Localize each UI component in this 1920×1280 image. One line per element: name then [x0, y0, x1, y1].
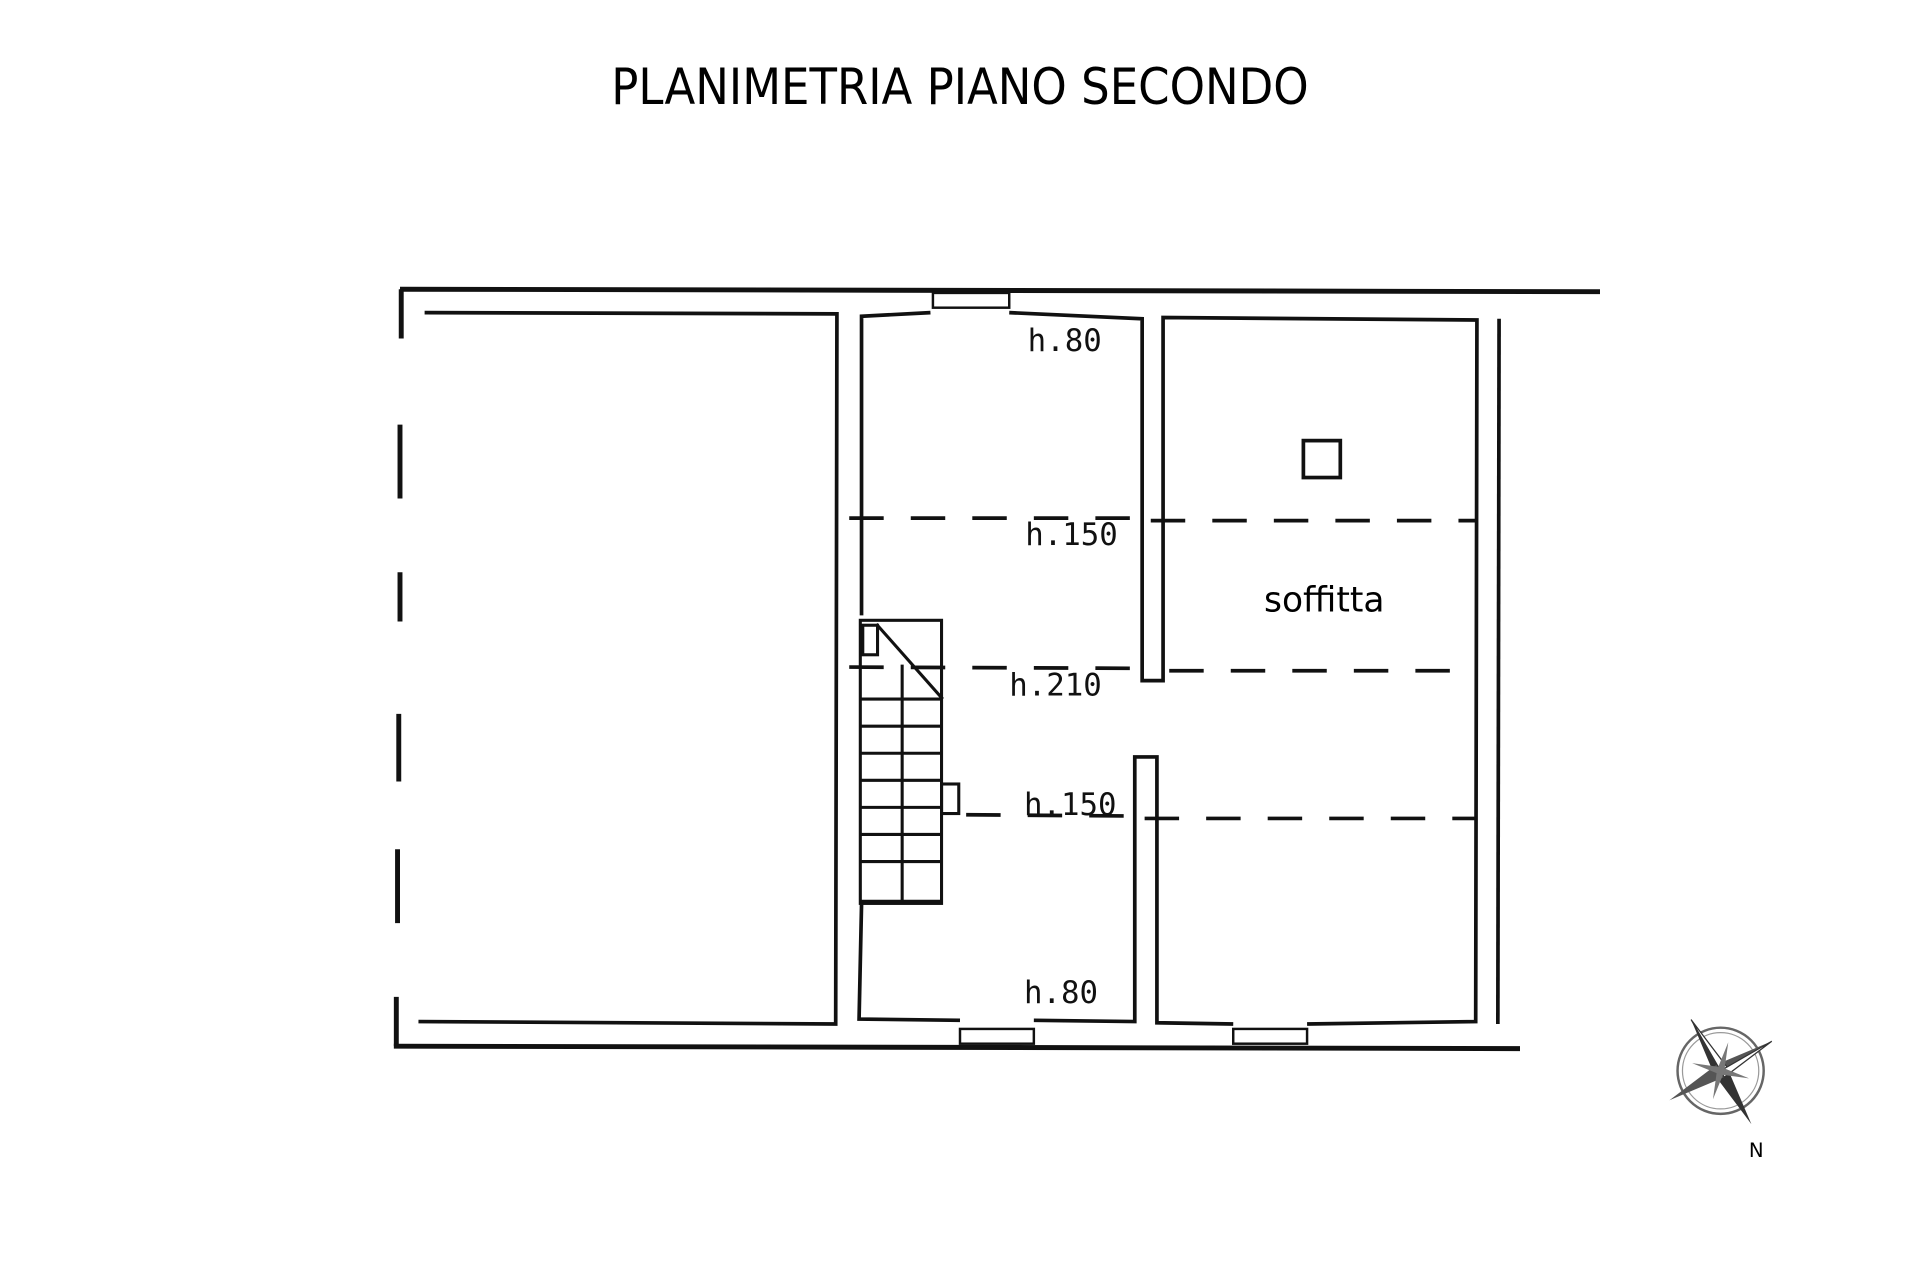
height-label-upper-mid: h.150	[1025, 517, 1118, 553]
height-label-bottom: h.80	[1024, 975, 1098, 1011]
height-label-lower-mid: h.150	[1024, 787, 1117, 823]
height-lines	[849, 516, 1477, 821]
stairs	[858, 618, 961, 905]
room-label-attic: soffitta	[1264, 581, 1384, 621]
compass-rose-icon	[1669, 1019, 1773, 1125]
compass-north-label: N	[1749, 1139, 1764, 1162]
height-label-top: h.80	[1028, 323, 1102, 359]
walls	[393, 286, 1601, 1052]
height-label-center: h.210	[1009, 667, 1102, 703]
page-title: PLANIMETRIA PIANO SECONDO	[611, 58, 1309, 116]
